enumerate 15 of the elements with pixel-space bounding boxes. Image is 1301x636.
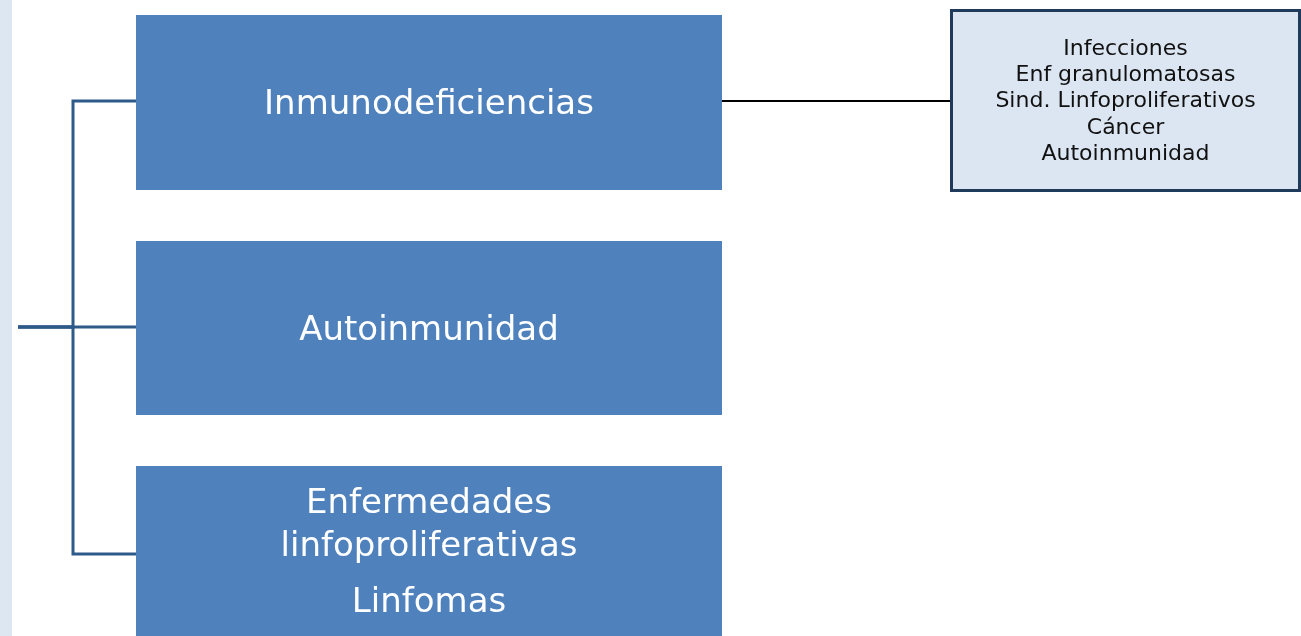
bracket-line	[18, 325, 136, 556]
connector-line	[721, 100, 951, 102]
list-item: Cáncer	[1086, 113, 1165, 141]
box-title: Autoinmunidad	[299, 306, 559, 350]
list-item: Autoinmunidad	[1041, 140, 1210, 167]
list-item: Infecciones	[1063, 34, 1188, 61]
category-box	[136, 466, 722, 636]
list-box	[950, 9, 1301, 192]
list-item: Sind. Linfoproliferativos	[995, 87, 1256, 114]
category-box	[136, 15, 722, 190]
box-title: Inmunodeficiencias	[264, 81, 594, 124]
list-item: Enf granulomatosas	[1015, 60, 1236, 88]
box-title: Enfermedades linfoproliferativas	[279, 480, 579, 566]
box-title: Linfomas	[351, 579, 507, 622]
category-box	[136, 241, 722, 415]
